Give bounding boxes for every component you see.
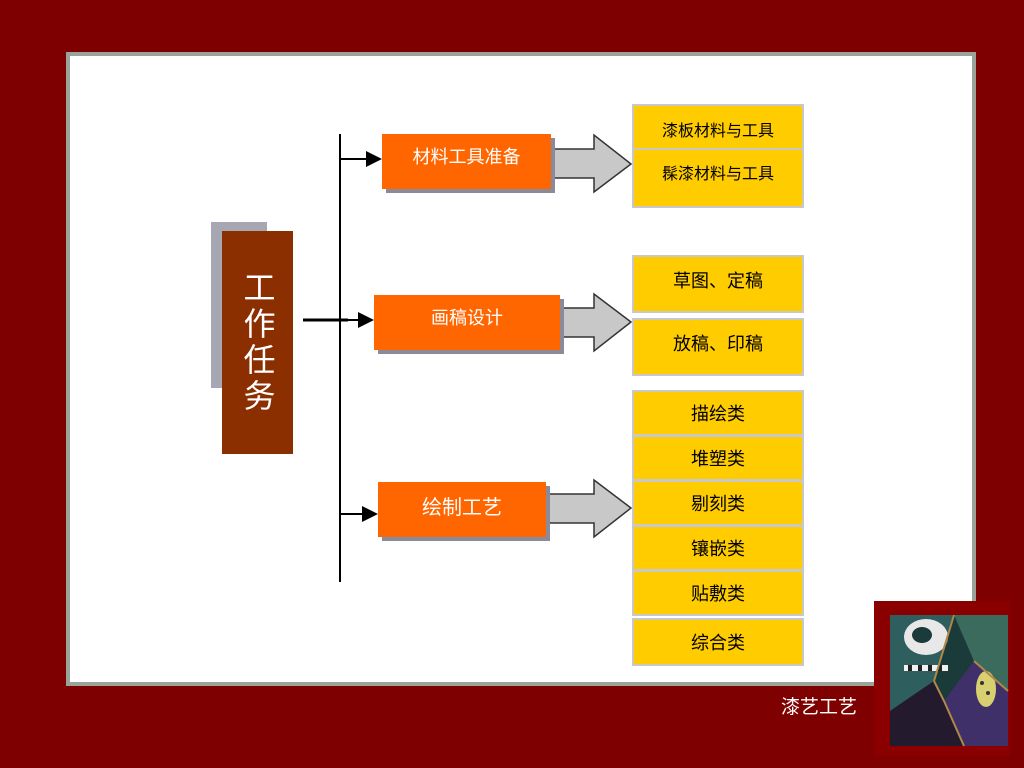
branch-node-materials: 材料工具准备 <box>382 134 551 189</box>
artwork-thumbnail <box>874 601 1010 756</box>
leaf-applique: 贴敷类 <box>632 570 804 616</box>
block-arrow-3 <box>535 478 633 539</box>
branch-node-craft: 绘制工艺 <box>378 482 546 537</box>
leaf-board-materials: 漆板材料与工具 <box>632 104 804 150</box>
leaf-carving: 剔刻类 <box>632 480 804 526</box>
leaf-relief: 堆塑类 <box>632 435 804 481</box>
root-node: 工作任务 <box>222 231 293 454</box>
lacquer-artwork-image <box>890 614 1009 747</box>
leaf-transfer: 放稿、印稿 <box>632 318 804 376</box>
branch-node-design: 画稿设计 <box>374 295 560 350</box>
leaf-composite: 综合类 <box>632 618 804 666</box>
leaf-inlay: 镶嵌类 <box>632 525 804 571</box>
leaf-sketch: 草图、定稿 <box>632 255 804 313</box>
leaf-lacquer-materials: 髹漆材料与工具 <box>632 148 804 208</box>
slide-caption: 漆艺工艺 <box>781 696 858 718</box>
leaf-painting: 描绘类 <box>632 390 804 436</box>
